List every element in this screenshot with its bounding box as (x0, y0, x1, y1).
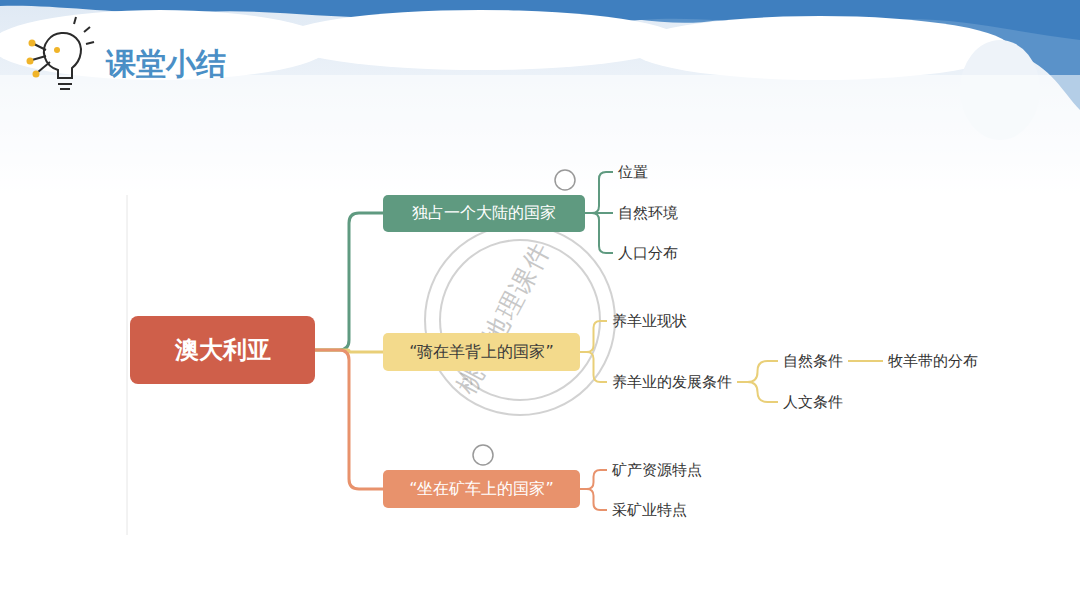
icon-dots (27, 40, 61, 78)
branch-box: “坐在矿车上的国家” (383, 470, 580, 508)
node-label: “坐在矿车上的国家” (409, 479, 554, 500)
watermark-stamp (425, 225, 615, 415)
branch-connector (315, 350, 383, 489)
node-label: 人口分布 (618, 244, 678, 263)
branch-connector (848, 360, 883, 362)
node-label: “骑在羊背上的国家” (409, 342, 554, 363)
leaf-text: 人文条件 (778, 391, 848, 414)
branch-box: 独占一个大陆的国家 (383, 195, 585, 232)
node-label: 澳大利亚 (175, 334, 271, 366)
leaf-text: 养羊业现状 (607, 310, 692, 333)
node-label: 牧羊带的分布 (888, 352, 978, 371)
branch-connector (585, 213, 613, 253)
node-label: 独占一个大陆的国家 (412, 203, 556, 224)
collapse-dot (473, 445, 493, 465)
cloud (280, 10, 680, 70)
leaf-text: 采矿业特点 (607, 499, 692, 522)
branch-connector (737, 382, 778, 402)
leaf-text: 矿产资源特点 (607, 459, 707, 482)
root-box: 澳大利亚 (130, 316, 315, 384)
branch-connector (737, 361, 778, 382)
node-label: 养羊业现状 (612, 312, 687, 331)
node-label: 矿产资源特点 (612, 461, 702, 480)
cloud (630, 16, 1010, 80)
mist (0, 75, 1080, 200)
branch-connector (580, 470, 607, 489)
slide-title: 课堂小结 (106, 44, 226, 85)
leaf-text: 自然环境 (613, 202, 683, 225)
node-label: 人文条件 (783, 393, 843, 412)
branch-box: “骑在羊背上的国家” (383, 333, 580, 371)
lightbulb-icon (32, 17, 94, 89)
node-label: 养羊业的发展条件 (612, 373, 732, 392)
branch-connector (580, 489, 607, 510)
watermark: 桃子地理课件 (449, 235, 559, 400)
branch-connector (585, 172, 613, 213)
leaf-text: 位置 (613, 161, 653, 184)
node-label: 自然环境 (618, 204, 678, 223)
collapse-dot (555, 170, 575, 190)
branch-connector (580, 352, 607, 382)
branch-connector (315, 213, 383, 350)
leaf-text: 自然条件 (778, 350, 848, 373)
node-label: 采矿业特点 (612, 501, 687, 520)
leaf-text: 人口分布 (613, 242, 683, 265)
panel-edge (127, 195, 128, 535)
node-label: 位置 (618, 163, 648, 182)
leaf-text: 养羊业的发展条件 (607, 371, 737, 394)
leaf-text: 牧羊带的分布 (883, 350, 983, 373)
branch-connector (580, 321, 607, 352)
node-label: 自然条件 (783, 352, 843, 371)
